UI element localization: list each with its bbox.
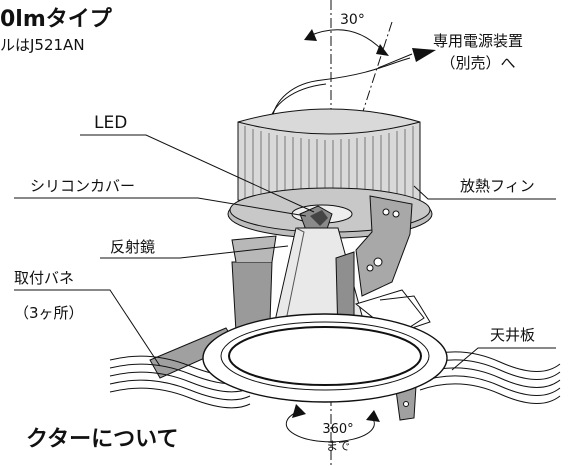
heading-connector: クターについて	[26, 427, 178, 452]
ceiling-board-label: 天井板	[490, 326, 535, 344]
bracket-left	[231, 235, 277, 333]
spring-label-line2: （3ヶ所）	[14, 304, 84, 322]
spring-label-line1: 取付バネ	[14, 269, 74, 287]
rotation-360-arc	[285, 404, 380, 443]
tilt-angle-label: 30°	[340, 12, 365, 28]
leader-lines	[14, 134, 556, 371]
power-supply-label-line2: （別売）へ	[440, 54, 515, 72]
heat-fin-label: 放熱フィン	[460, 177, 535, 195]
rotation-360-label: 360°	[322, 422, 353, 437]
trim-ring	[202, 313, 448, 403]
led-module	[299, 205, 333, 233]
power-supply-label-line1: 専用電源装置	[433, 32, 523, 50]
bracket-right	[355, 195, 413, 297]
rotation-360-note: まで	[326, 439, 350, 453]
cable-arrow	[377, 48, 436, 69]
silicone-cover-label: シリコンカバー	[30, 177, 135, 195]
reflector-label: 反射鏡	[110, 238, 155, 256]
heading-type: 0lmタイプ	[0, 7, 113, 32]
subtitle-model: ルはJ521AN	[0, 36, 85, 54]
tilt-angle-arc	[304, 29, 389, 56]
spring-right	[354, 289, 431, 337]
led-label: LED	[94, 113, 127, 133]
